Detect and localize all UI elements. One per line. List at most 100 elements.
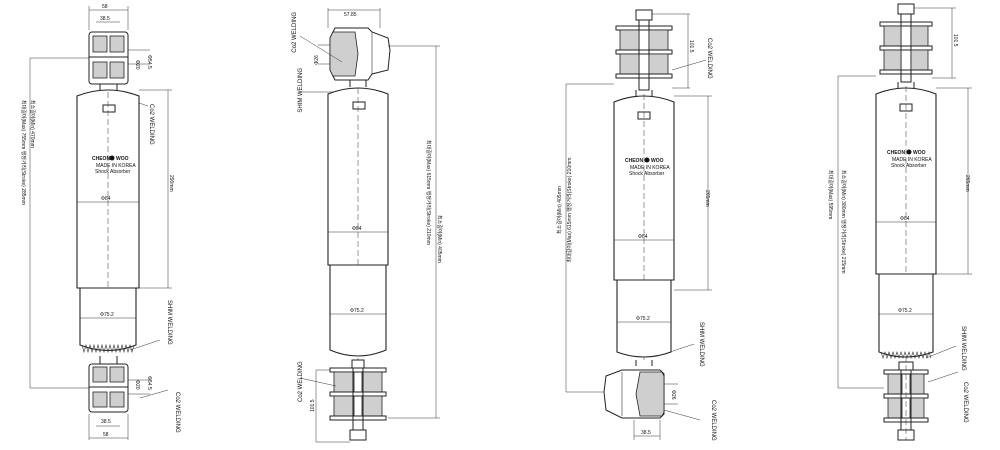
washer	[329, 391, 387, 397]
bottom-bushing	[92, 391, 108, 408]
length-label: 265mm	[964, 175, 970, 192]
label-plate	[352, 101, 366, 110]
leader-line	[299, 377, 337, 387]
bottom-bushing	[887, 373, 903, 395]
length-label: 290mm	[168, 175, 174, 192]
dust-cover	[329, 264, 387, 357]
bottom-bushing	[909, 373, 925, 395]
weld-top-label: Co2 WELDING	[706, 38, 712, 79]
stud-rod	[352, 367, 364, 431]
brand-line1: CHEON	[625, 158, 643, 164]
washer	[329, 415, 387, 421]
weld-top-label: Co2 WELDING	[292, 12, 298, 53]
stud-rod	[900, 13, 912, 83]
dust-cover	[79, 287, 137, 352]
brand-logo-icon	[906, 149, 912, 155]
top-width-label: 57.85	[344, 12, 357, 18]
min-length-text: 최소길이(Min) 405mm	[436, 215, 443, 263]
outer-tube	[76, 89, 140, 289]
rod-dia-label: Φ75.2	[100, 312, 114, 318]
max-length-text: 최대길이(Max) 615mm 행정거리(Stroke) 210mm	[425, 140, 432, 245]
top-d2-label: Φ54.5	[146, 55, 152, 69]
body-dia-label: Φ84	[900, 216, 910, 222]
rod-dia-label: Φ75.2	[898, 308, 912, 314]
top-bushing	[619, 53, 640, 75]
bottom-bushing	[109, 391, 125, 408]
nut	[349, 429, 367, 441]
top-d-label: Φ26	[314, 55, 320, 65]
leader-line	[299, 35, 343, 63]
bot-d1-label: Φ20	[134, 380, 140, 390]
bot-len-label: 101.5	[310, 399, 316, 412]
top-inner-label: 38.5	[100, 16, 110, 22]
washer	[329, 367, 387, 373]
outer-tube	[327, 87, 389, 266]
top-bushing	[329, 31, 359, 77]
body-dia-label: Φ84	[638, 234, 648, 240]
leader-line	[663, 343, 695, 355]
top-bushing	[92, 61, 108, 79]
top-bushing	[92, 35, 108, 53]
brand-line2: WOO	[651, 158, 664, 164]
top-bushing	[883, 49, 902, 71]
brand-sub2: Shock Absorber	[891, 163, 927, 169]
brand-sub1: MADE IN KOREA	[96, 163, 136, 169]
weld-shim-label: SHIM WELDING	[298, 68, 304, 113]
brand-line2: WOO	[116, 156, 129, 162]
min-length-text: 최소길이(Min) 470mm	[29, 100, 36, 148]
brand-logo-icon	[644, 157, 650, 163]
shim-weld-bead	[81, 343, 135, 354]
washer	[883, 393, 929, 399]
top-bushing	[648, 29, 669, 51]
dust-cover	[616, 279, 672, 358]
top-len-label: 101.5	[688, 40, 694, 53]
weld-shim-label: SHIM WELDING	[166, 300, 172, 345]
label-plate	[102, 104, 116, 113]
weld-bot-label: Co2 WELDING	[298, 361, 304, 402]
washer	[883, 417, 929, 423]
top-bushing	[109, 61, 125, 79]
max-length-text: 최대길이(Max) 755mm 행정거리(Stroke) 285mm	[20, 100, 27, 205]
washer	[879, 45, 933, 51]
bottom-bushing	[635, 371, 665, 417]
weld-bot-label: Co2 WELDING	[174, 392, 180, 433]
shock-absorber-1: 58 38.5 Φ20 Φ54.5 Co2 WELDING CHEON WOO …	[20, 4, 180, 440]
weld-shim-label: SHIM WELDING	[960, 326, 966, 371]
brand-sub1: MADE IN KOREA	[892, 157, 932, 163]
top-bushing	[910, 49, 929, 71]
stud-stem	[351, 359, 365, 369]
brand-sub2: Shock Absorber	[629, 171, 665, 177]
min-length-text: 최소길이(Min) 405mm	[556, 186, 563, 234]
bottom-bushing	[92, 366, 108, 383]
washer	[615, 73, 673, 79]
bottom-bushing	[909, 397, 925, 419]
bot-width-label: 58	[103, 432, 109, 438]
leader-line	[925, 345, 957, 359]
weld-top-label: Co2 WELDING	[148, 104, 154, 145]
top-width-label: 58	[102, 4, 108, 10]
bot-d-label: Φ26	[670, 390, 676, 400]
bottom-bushing	[109, 366, 125, 383]
nut	[897, 429, 915, 441]
top-bushing	[910, 25, 929, 47]
washer	[615, 49, 673, 55]
brand-line1: CHEON	[92, 156, 110, 162]
max-length-text: 최대길이(Max) 595mm	[827, 170, 834, 219]
brand-sub2: Shock Absorber	[95, 169, 131, 175]
dust-cover	[878, 273, 934, 358]
leader-line	[927, 371, 959, 383]
shock-absorber-2: 57.85 Co2 WELDING Φ26 SHIM WELDING Φ84 Φ…	[292, 8, 443, 443]
washer	[615, 25, 673, 31]
bot-inner-label: 38.5	[641, 430, 651, 436]
bottom-bushing	[333, 395, 355, 417]
brand-logo-icon	[109, 155, 115, 161]
shim-weld-bead	[880, 351, 932, 359]
body-dia-label: Φ84	[101, 196, 111, 202]
bot-inner-label: 38.5	[101, 419, 111, 425]
top-bushing	[883, 25, 902, 47]
shock-absorber-4: 101.5 CHEON WOO MADE IN KOREA Shock Abso…	[827, 3, 972, 441]
top-bushing	[619, 29, 640, 51]
bottom-bushing	[887, 397, 903, 419]
nut	[897, 3, 915, 15]
